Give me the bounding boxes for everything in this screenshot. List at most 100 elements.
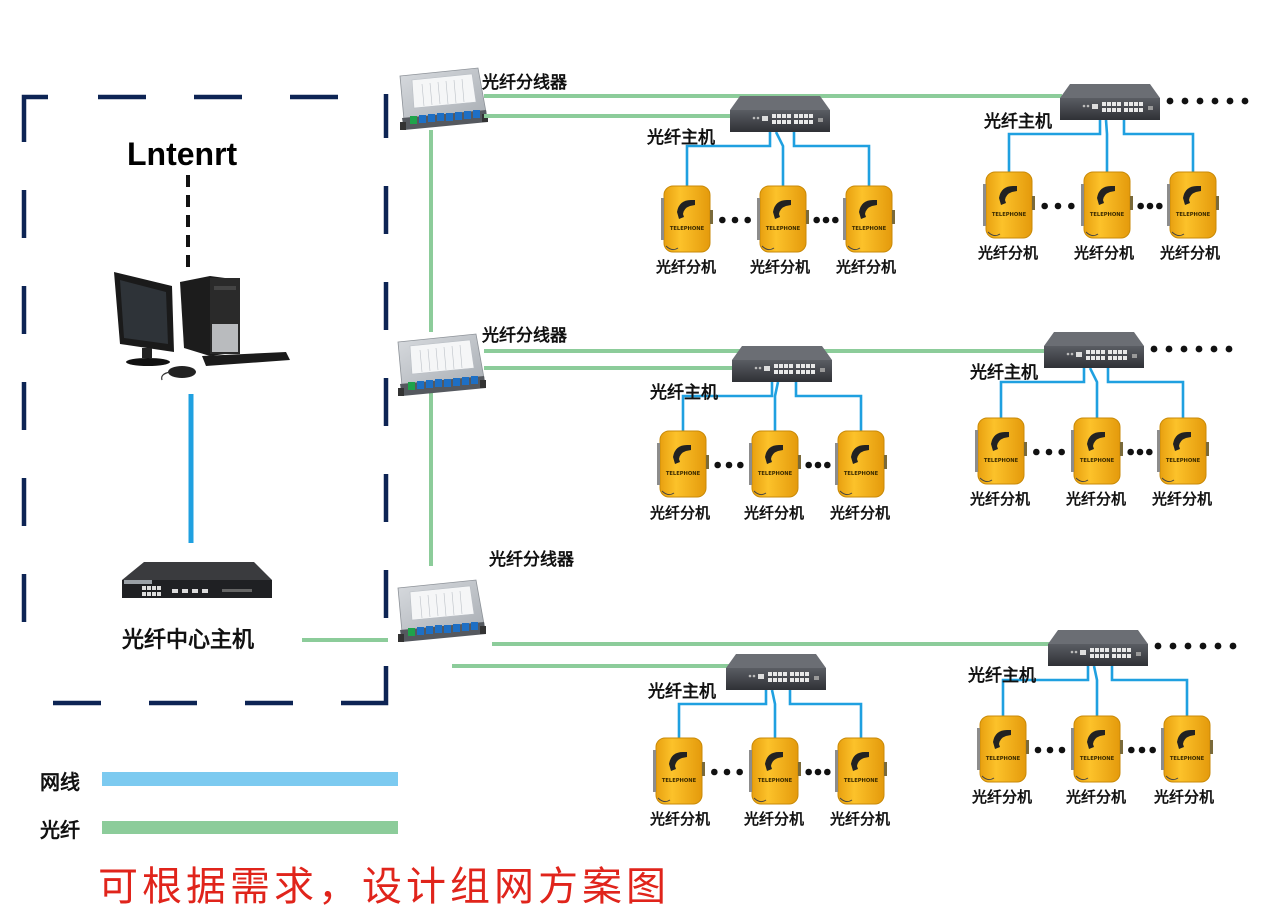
fiber-splitter-icon-3: [397, 579, 487, 643]
fiber-host-label: 光纤主机: [968, 666, 1036, 686]
central-fiber-host-icon: [122, 562, 272, 598]
splitter-label-3: 光纤分线器: [489, 550, 574, 570]
ellipsis-dots: [805, 768, 831, 776]
ellipsis-dots: [1033, 448, 1065, 456]
fiber-host-switch-icon: [1048, 630, 1148, 666]
emergency-telephone-icon: [748, 737, 802, 805]
ethernet-link-2: [773, 381, 780, 431]
internet-label: Lntenrt: [127, 136, 238, 172]
fiber-extension-label: 光纤分机: [978, 244, 1039, 262]
ethernet-link-1: [1007, 120, 1102, 172]
continuation-dots: [1150, 345, 1233, 353]
emergency-telephone-icon: [1166, 171, 1220, 239]
legend-fiber-label: 光纤: [40, 818, 80, 842]
emergency-telephone-icon: [652, 737, 706, 805]
ellipsis-dots: [1128, 746, 1156, 754]
fiber-extension-label: 光纤分机: [1152, 490, 1213, 508]
fiber-splitter-icon-2: [397, 333, 487, 397]
fiber-extension-label: 光纤分机: [750, 258, 811, 276]
fiber-extension-label: 光纤分机: [656, 258, 717, 276]
ethernet-link-1: [999, 368, 1086, 418]
emergency-telephone-icon: [660, 185, 714, 253]
ellipsis-dots: [714, 461, 744, 469]
ethernet-link-2: [774, 131, 785, 186]
fiber-extension-label: 光纤分机: [830, 504, 891, 522]
emergency-telephone-icon: [748, 430, 802, 498]
host-group-r2-h2: [974, 332, 1233, 485]
host-group-r3-h1: [652, 654, 888, 805]
fiber-extension-label: 光纤分机: [744, 810, 805, 828]
control-room-boundary: [21, 94, 389, 706]
fiber-extension-label: 光纤分机: [836, 258, 897, 276]
ethernet-link-3: [794, 382, 863, 431]
ellipsis-dots: [711, 768, 743, 776]
continuation-dots: [1166, 97, 1249, 105]
fiber-extension-label: 光纤分机: [830, 810, 891, 828]
emergency-telephone-icon: [1070, 715, 1124, 783]
fiber-extension-label: 光纤分机: [744, 504, 805, 522]
fiber-extension-label: 光纤分机: [1066, 788, 1127, 806]
ethernet-link-1: [681, 382, 774, 431]
ellipsis-dots: [1127, 448, 1153, 456]
fiber-extension-label: 光纤分机: [1154, 788, 1215, 806]
fiber-extension-label: 光纤分机: [1160, 244, 1221, 262]
fiber-host-switch-icon: [1044, 332, 1144, 368]
fiber-trunk: [302, 130, 433, 642]
emergency-telephone-icon: [756, 185, 810, 253]
ethernet-link-1: [1001, 666, 1090, 716]
ethernet-link-2: [1104, 119, 1109, 172]
ethernet-link-3: [1110, 666, 1189, 716]
ellipsis-dots: [813, 216, 839, 224]
fiber-extension-label: 光纤分机: [1074, 244, 1135, 262]
fiber-host-switch-icon: [1060, 84, 1160, 120]
emergency-telephone-icon: [834, 737, 888, 805]
emergency-telephone-icon: [656, 430, 710, 498]
continuation-dots: [1154, 642, 1237, 650]
ethernet-link-3: [1106, 368, 1185, 418]
desktop-computer-icon: [114, 272, 290, 381]
host-group-r1-h1: [660, 96, 896, 253]
fiber-host-label: 光纤主机: [647, 128, 715, 148]
fiber-extension-label: 光纤分机: [970, 490, 1031, 508]
emergency-telephone-icon: [834, 430, 888, 498]
ellipsis-dots: [1137, 202, 1163, 210]
legend-network-cable-swatch: [102, 772, 398, 786]
emergency-telephone-icon: [1070, 417, 1124, 485]
fiber-splitter-icon-1: [399, 67, 489, 131]
fiber-host-label: 光纤主机: [970, 363, 1038, 383]
splitter-label-1: 光纤分线器: [482, 73, 567, 93]
fiber-row-3: [452, 642, 1050, 668]
emergency-telephone-icon: [842, 185, 896, 253]
legend-fiber-swatch: [102, 821, 398, 834]
hosts-layer: [652, 84, 1249, 805]
fiber-extension-label: 光纤分机: [650, 504, 711, 522]
ellipsis-dots: [805, 461, 831, 469]
fiber-host-label: 光纤主机: [984, 112, 1052, 132]
fiber-host-switch-icon: [732, 346, 832, 382]
ethernet-link-3: [788, 690, 863, 738]
fiber-host-switch-icon: [730, 96, 830, 132]
fiber-extension-label: 光纤分机: [972, 788, 1033, 806]
emergency-telephone-icon: [1080, 171, 1134, 239]
ethernet-link-1: [677, 690, 768, 738]
host-group-r1-h2: [982, 84, 1249, 239]
fiber-host-label: 光纤主机: [650, 383, 718, 403]
central-host-label: 光纤中心主机: [122, 628, 255, 653]
fiber-host-label: 光纤主机: [648, 682, 716, 702]
host-group-r2-h1: [656, 346, 888, 498]
ethernet-link-2: [770, 689, 777, 738]
ethernet-link-2: [1092, 665, 1099, 716]
ethernet-link-3: [792, 132, 871, 186]
fiber-host-switch-icon: [726, 654, 826, 690]
legend-network-cable-label: 网线: [40, 770, 80, 794]
splitter-label-2: 光纤分线器: [482, 326, 567, 346]
ellipsis-dots: [1041, 202, 1075, 210]
emergency-telephone-icon: [976, 715, 1030, 783]
ethernet-link-3: [1122, 120, 1195, 172]
ellipsis-dots: [1034, 746, 1066, 754]
ethernet-link-2: [1088, 367, 1099, 418]
ethernet-link-1: [685, 132, 772, 186]
fiber-extension-label: 光纤分机: [1066, 490, 1127, 508]
emergency-telephone-icon: [974, 417, 1028, 485]
